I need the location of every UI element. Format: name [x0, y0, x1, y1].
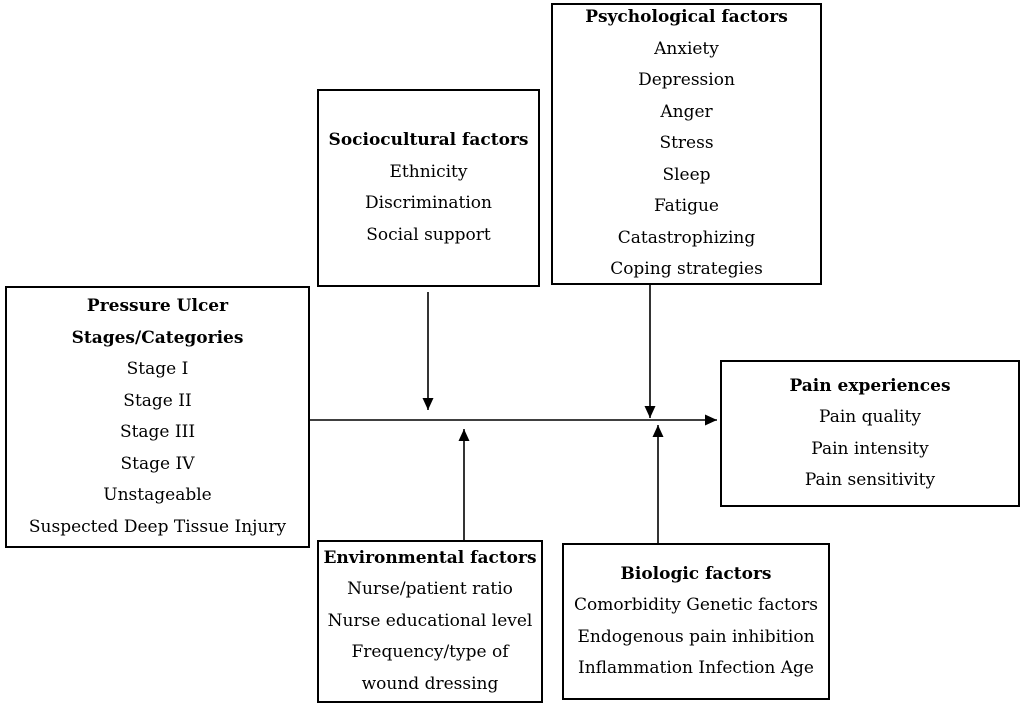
list-item: Stress: [659, 133, 714, 154]
biologic-title: Biologic factors: [620, 563, 772, 584]
list-item: Inflammation Infection Age: [578, 658, 814, 678]
list-item: Endogenous pain inhibition: [577, 626, 815, 647]
box-psychological-factors: Psychological factors Anxiety Depression…: [551, 3, 822, 285]
pain-experiences-title: Pain experiences: [789, 375, 951, 396]
list-item: Pain quality: [819, 407, 921, 427]
list-item: Anger: [660, 101, 713, 122]
list-item: Frequency/type of: [351, 642, 509, 663]
list-item: Nurse/patient ratio: [347, 579, 513, 600]
list-item: Coping strategies: [610, 259, 763, 280]
list-item: Stage II: [123, 390, 192, 411]
box-environmental-factors: Environmental factors Nurse/patient rati…: [317, 540, 543, 703]
box-sociocultural-factors: Sociocultural factors Ethnicity Discrimi…: [317, 89, 540, 287]
list-item: Suspected Deep Tissue Injury: [28, 516, 287, 537]
list-item: Pain intensity: [811, 438, 929, 459]
list-item: Catastrophizing: [617, 227, 756, 248]
list-item: Anxiety: [654, 38, 719, 59]
list-item: Social support: [366, 224, 491, 245]
list-item: Discrimination: [365, 193, 492, 213]
list-item: Stage III: [119, 422, 196, 442]
list-item: Depression: [638, 70, 735, 91]
list-item: Pain sensitivity: [804, 470, 936, 490]
box-pressure-ulcer-stages: Pressure Ulcer Stages/Categories Stage I…: [5, 286, 310, 548]
list-item: wound dressing: [361, 673, 499, 694]
list-item: Ethnicity: [389, 161, 468, 182]
box-pain-experiences: Pain experiences Pain quality Pain inten…: [720, 360, 1020, 507]
list-item: Fatigue: [654, 196, 719, 217]
list-item: Comorbidity Genetic factors: [574, 595, 818, 615]
list-item: Nurse educational level: [327, 610, 533, 631]
environmental-title: Environmental factors: [323, 547, 537, 568]
box-biologic-factors: Biologic factors Comorbidity Genetic fac…: [562, 543, 830, 700]
list-item: Stage I: [126, 359, 189, 379]
sociocultural-title: Sociocultural factors: [328, 130, 529, 150]
pressure-ulcer-title-line1: Pressure Ulcer: [86, 296, 229, 316]
list-item: Stage IV: [120, 453, 195, 474]
list-item: Unstageable: [103, 485, 212, 505]
psychological-title: Psychological factors: [585, 7, 788, 28]
pressure-ulcer-title-line2: Stages/Categories: [71, 327, 244, 348]
list-item: Sleep: [662, 164, 711, 185]
